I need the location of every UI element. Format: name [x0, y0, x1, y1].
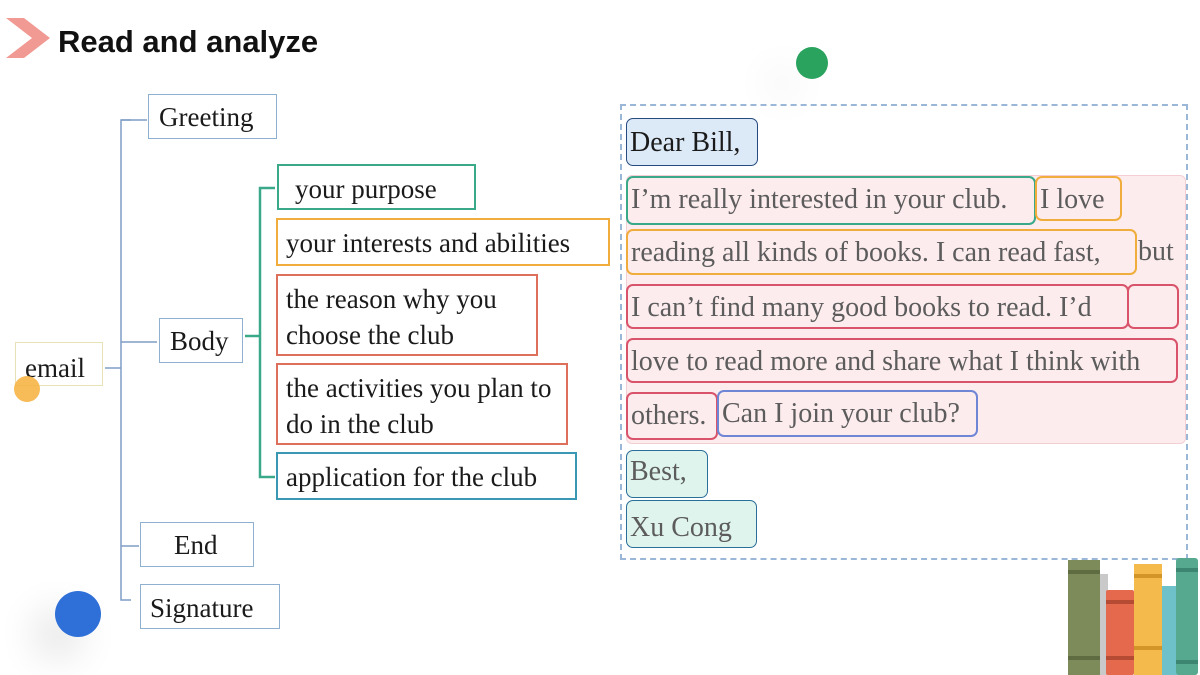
letter-signature: Xu Cong	[626, 500, 757, 548]
end-node: End	[140, 522, 254, 567]
letter-reason-segment-line2: love to read more and share what I think…	[626, 338, 1178, 383]
orange-dot-decoration	[14, 376, 40, 402]
letter-purpose-segment: I’m really interested in your club.	[626, 176, 1036, 225]
letter-interests-segment: reading all kinds of books. I can read f…	[626, 229, 1137, 275]
blue-dot-decoration	[55, 591, 101, 637]
letter-panel	[620, 104, 1188, 560]
reason-node: the reason why you choose the club	[276, 274, 538, 356]
body-node: Body	[159, 318, 243, 363]
letter-application-segment: Can I join your club?	[717, 390, 978, 437]
letter-reason-segment-line3: others.	[626, 392, 718, 440]
application-node: application for the club	[276, 452, 577, 500]
interests-node: your interests and abilities	[276, 218, 610, 266]
letter-reason-segment: I can’t find many good books to read. I’…	[626, 284, 1129, 329]
purpose-node: your purpose	[277, 164, 476, 210]
letter-greeting: Dear Bill,	[626, 118, 758, 166]
green-dot-decoration	[796, 47, 828, 79]
greeting-node: Greeting	[148, 94, 277, 139]
letter-interests-segment-start: I love	[1035, 176, 1122, 221]
signature-node: Signature	[140, 584, 280, 629]
email-node: email	[15, 342, 103, 386]
page-title: Read and analyze	[58, 24, 319, 59]
books-illustration	[1068, 558, 1198, 675]
letter-closing: Best,	[626, 450, 708, 498]
letter-body-highlight	[626, 175, 1186, 444]
letter-reason-segment-end	[1127, 284, 1179, 329]
chevron-right-icon	[6, 18, 50, 58]
letter-line2-tail: but	[1138, 236, 1174, 267]
activities-node: the activities you plan to do in the clu…	[276, 363, 568, 445]
